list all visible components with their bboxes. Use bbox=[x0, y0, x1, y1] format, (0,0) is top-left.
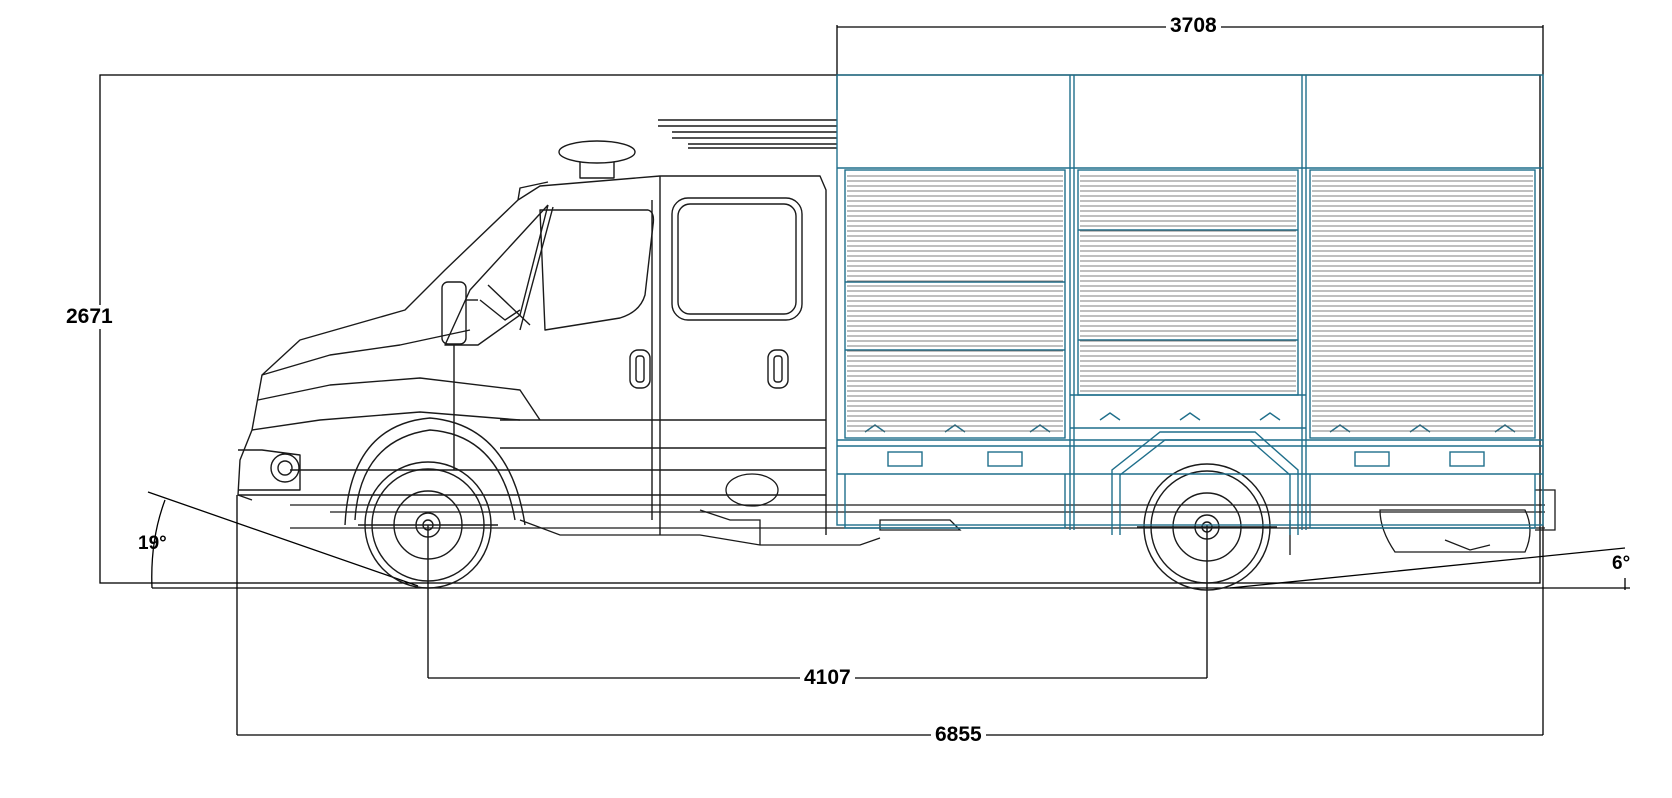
truck-cab bbox=[237, 119, 837, 535]
overall-length-label: 6855 bbox=[931, 723, 986, 747]
roller-shutter-right bbox=[1309, 169, 1536, 439]
roller-shutter-left bbox=[844, 169, 1066, 439]
departure-angle-label: 6° bbox=[1612, 553, 1631, 574]
overall-height-label: 2671 bbox=[66, 305, 113, 329]
approach-angle-line bbox=[147, 491, 419, 587]
dimension-lines bbox=[99, 25, 1630, 736]
overall-envelope-box bbox=[99, 74, 1541, 584]
departure-angle-line bbox=[1229, 547, 1626, 589]
chassis bbox=[290, 473, 1556, 555]
wheelbase-label: 4107 bbox=[800, 666, 855, 690]
approach-angle-label: 19° bbox=[138, 533, 167, 554]
roller-shutter-slats bbox=[847, 175, 1533, 432]
roller-shutter-middle bbox=[1077, 169, 1299, 396]
rear-wheel bbox=[1137, 463, 1277, 591]
body-length-label: 3708 bbox=[1166, 14, 1221, 38]
equipment-body bbox=[836, 74, 1544, 530]
front-wheel bbox=[358, 461, 498, 589]
